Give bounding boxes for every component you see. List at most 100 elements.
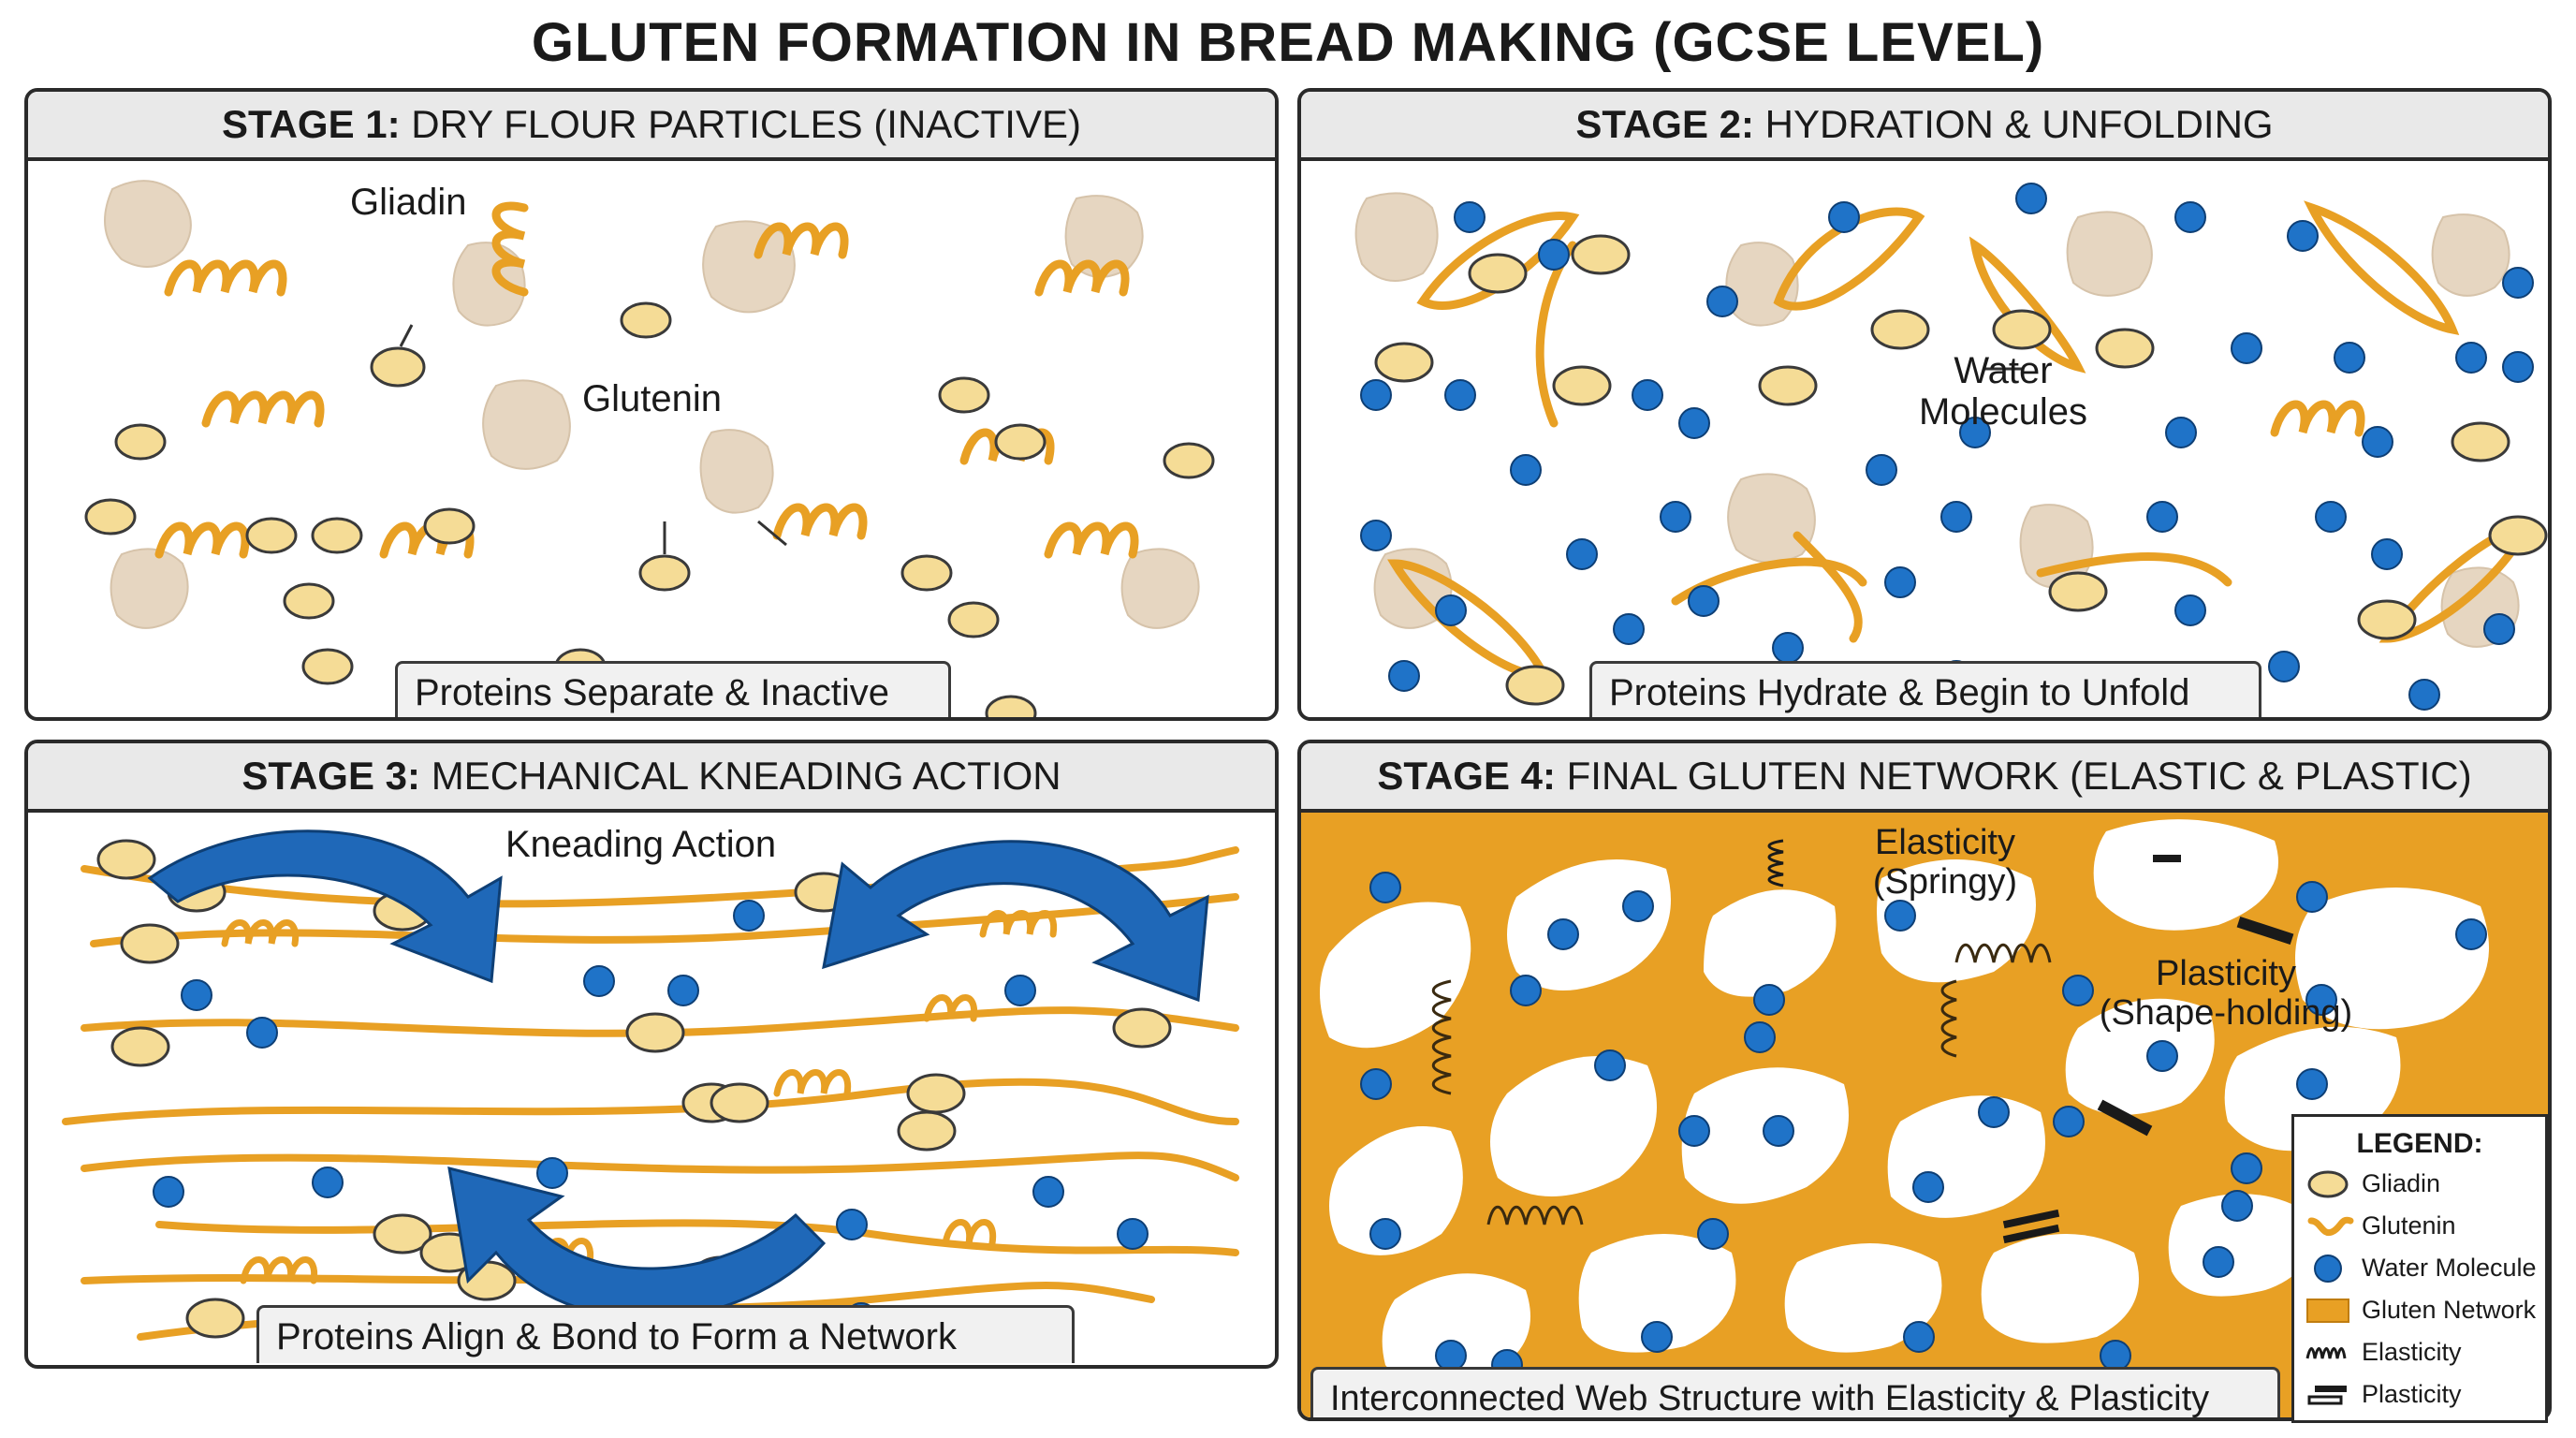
flour-particle bbox=[1727, 473, 1816, 564]
gliadin-oval bbox=[2048, 571, 2108, 612]
legend-item-glutenin: Glutenin bbox=[2304, 1208, 2543, 1245]
stage-3-caption: Proteins Align & Bond to Form a Network bbox=[256, 1305, 1075, 1363]
water-molecule-icon bbox=[2314, 1255, 2342, 1283]
legend-item-gliadin: Gliadin bbox=[2304, 1166, 2543, 1203]
glutenin-coil bbox=[201, 390, 325, 428]
water-molecule bbox=[1435, 594, 1467, 626]
gliadin-oval bbox=[710, 1082, 769, 1123]
stage-2-header: STAGE 2: HYDRATION & UNFOLDING bbox=[1301, 92, 2548, 161]
water-molecule bbox=[536, 1157, 568, 1189]
water-molecule bbox=[1547, 918, 1579, 950]
water-molecule bbox=[1622, 890, 1654, 922]
stage-1-caption: Proteins Separate & Inactive bbox=[395, 661, 951, 717]
plasticity-bar bbox=[2236, 917, 2294, 945]
plasticity-bar bbox=[2097, 1099, 2153, 1137]
aligned-strand bbox=[80, 1152, 1239, 1181]
gliadin-oval bbox=[1374, 342, 1434, 383]
legend-label-water: Water Molecule bbox=[2362, 1254, 2537, 1282]
kneading-arrow bbox=[822, 840, 1209, 1003]
flour-particle bbox=[2066, 211, 2153, 297]
gliadin-oval bbox=[1468, 253, 1528, 294]
flour-particles bbox=[104, 180, 1200, 629]
water-molecule bbox=[1678, 407, 1710, 439]
gliadin-oval bbox=[638, 554, 691, 592]
network-cell bbox=[2295, 888, 2489, 1030]
water-molecule bbox=[2502, 351, 2534, 383]
strand-coils bbox=[221, 910, 1058, 1284]
water-molecule bbox=[2408, 679, 2440, 711]
gliadin-oval bbox=[2357, 599, 2417, 640]
gliadin-ovals bbox=[1374, 234, 2548, 706]
unfolding-strand bbox=[1793, 531, 1863, 643]
water-molecule bbox=[1660, 501, 1691, 533]
flour-particle bbox=[110, 548, 189, 629]
network-cell bbox=[1490, 1056, 1657, 1196]
water-molecule bbox=[2015, 183, 2047, 214]
water-molecule bbox=[1594, 1049, 1626, 1081]
aligned-strand bbox=[62, 1078, 1239, 1125]
gliadin-oval bbox=[1163, 442, 1215, 479]
plasticity-label: Plasticity (Shape-holding) bbox=[2086, 954, 2366, 1034]
water-molecule bbox=[2287, 220, 2319, 252]
glutenin-coil bbox=[942, 1219, 997, 1247]
elasticity-springs bbox=[1431, 943, 2052, 1225]
gliadin-oval bbox=[620, 301, 672, 339]
water-molecule bbox=[1641, 1321, 1673, 1353]
stage-2-caption: Proteins Hydrate & Begin to Unfold bbox=[1589, 661, 2261, 717]
flour-particle bbox=[699, 429, 774, 514]
glutenin-coil bbox=[773, 1069, 852, 1097]
water-molecule bbox=[1388, 660, 1420, 692]
stage-3-number: STAGE 3: bbox=[242, 754, 421, 798]
water-molecule bbox=[1903, 1321, 1935, 1353]
water-molecule bbox=[1753, 984, 1785, 1016]
glutenin-coil bbox=[221, 919, 300, 947]
unfolding-strand bbox=[2304, 200, 2460, 336]
unfolding-strand bbox=[1969, 236, 2086, 374]
legend-item-water: Water Molecule bbox=[2304, 1250, 2543, 1287]
flour-particle bbox=[702, 220, 796, 314]
water-molecule bbox=[1688, 585, 1720, 617]
water-molecule bbox=[2483, 613, 2515, 645]
elasticity-icon bbox=[2305, 1347, 2347, 1359]
flour-particle bbox=[104, 180, 192, 268]
water-molecule bbox=[2296, 1068, 2328, 1100]
water-molecule bbox=[1884, 900, 1916, 932]
water-molecule bbox=[2221, 1190, 2253, 1222]
gliadin-oval bbox=[2095, 328, 2155, 369]
water-molecules bbox=[1360, 872, 2487, 1381]
water-molecule bbox=[2502, 267, 2534, 299]
water-molecule bbox=[1772, 632, 1804, 664]
stage-1-number: STAGE 1: bbox=[222, 102, 401, 146]
gliadin-oval bbox=[373, 1213, 432, 1255]
elasticity-label-title: Elasticity bbox=[1875, 823, 2015, 862]
plasticity-label-sub: (Shape-holding) bbox=[2099, 992, 2353, 1033]
water-molecule bbox=[1678, 1115, 1710, 1147]
plasticity-label-title: Plasticity bbox=[2156, 954, 2296, 993]
water-molecule bbox=[1940, 501, 1972, 533]
water-molecule bbox=[667, 975, 699, 1006]
kneading-arrow bbox=[147, 829, 503, 984]
gliadin-oval bbox=[2488, 515, 2548, 556]
glutenin-coil bbox=[979, 910, 1058, 938]
water-molecule bbox=[1360, 520, 1392, 551]
stage-1-illustration bbox=[84, 180, 1215, 717]
water-molecule bbox=[1828, 201, 1860, 233]
water-molecule bbox=[2455, 918, 2487, 950]
gliadin-oval bbox=[1758, 365, 1818, 406]
water-molecule bbox=[246, 1017, 278, 1049]
glutenin-coil bbox=[240, 1256, 318, 1284]
water-molecule bbox=[1613, 613, 1645, 645]
legend-label-glutenin: Glutenin bbox=[2362, 1211, 2456, 1240]
network-cell bbox=[2093, 819, 2278, 931]
gliadin-oval bbox=[110, 1026, 170, 1067]
network-cell bbox=[2065, 998, 2215, 1115]
stage-3-header: STAGE 3: MECHANICAL KNEADING ACTION bbox=[28, 743, 1275, 813]
water-molecule bbox=[2362, 426, 2393, 458]
plasticity-bar bbox=[2153, 855, 2181, 862]
kneading-arrows bbox=[147, 829, 1209, 1320]
plasticity-icon bbox=[2307, 1386, 2347, 1405]
legend-title: LEGEND: bbox=[2356, 1128, 2483, 1159]
elasticity-label-sub: (Springy) bbox=[1872, 861, 2018, 902]
water-molecules bbox=[1360, 183, 2534, 711]
water-molecule bbox=[2146, 501, 2178, 533]
